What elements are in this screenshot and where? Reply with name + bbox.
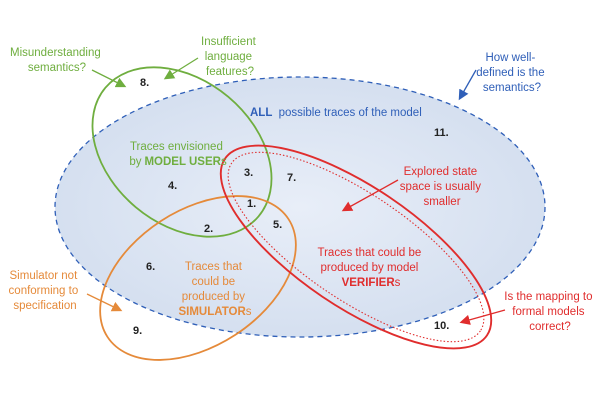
region-number-1: 1.: [247, 198, 256, 210]
region-number-8: 8.: [140, 77, 149, 89]
region-number-2: 2.: [204, 223, 213, 235]
all-traces-ellipse: [54, 76, 546, 338]
region-number-4: 4.: [168, 180, 177, 192]
simulator-not-annotation: Simulator not conforming to specificatio…: [9, 270, 82, 312]
region-number-3: 3.: [244, 167, 253, 179]
region-number-10: 10.: [434, 320, 449, 332]
explored-annotation: Explored state space is usually smaller: [400, 166, 484, 208]
mapping-annotation: Is the mapping to formal models correct?: [504, 291, 595, 333]
region-number-6: 6.: [146, 261, 155, 273]
simulators-ellipse: [99, 195, 297, 361]
misunderstanding-arrow: [91, 69, 127, 88]
verifiers-label: Traces that could be produced by model V…: [318, 247, 425, 289]
insufficient-annotation: Insufficient language features?: [201, 36, 259, 78]
explored-arrow: [341, 179, 399, 212]
all-traces-label: ALL possible traces of the model: [250, 107, 422, 119]
well-defined-annotation: How well- defined is the semantics?: [476, 52, 548, 94]
simulators-label: Traces that could be produced by SIMULAT…: [178, 261, 251, 318]
mapping-arrow: [459, 309, 506, 325]
verifiers-ellipse: [219, 144, 493, 350]
simulator-not-arrow: [86, 293, 123, 312]
misunderstanding-annotation: Misunderstanding semantics?: [10, 47, 104, 74]
explored-state-space-ellipse: [227, 151, 485, 343]
region-number-9: 9.: [133, 325, 142, 337]
well-defined-arrow: [458, 69, 477, 101]
region-number-5: 5.: [273, 219, 282, 231]
region-number-7: 7.: [287, 172, 296, 184]
model-users-ellipse: [91, 66, 273, 238]
region-number-11: 11.: [434, 127, 449, 139]
insufficient-arrow: [163, 57, 199, 80]
